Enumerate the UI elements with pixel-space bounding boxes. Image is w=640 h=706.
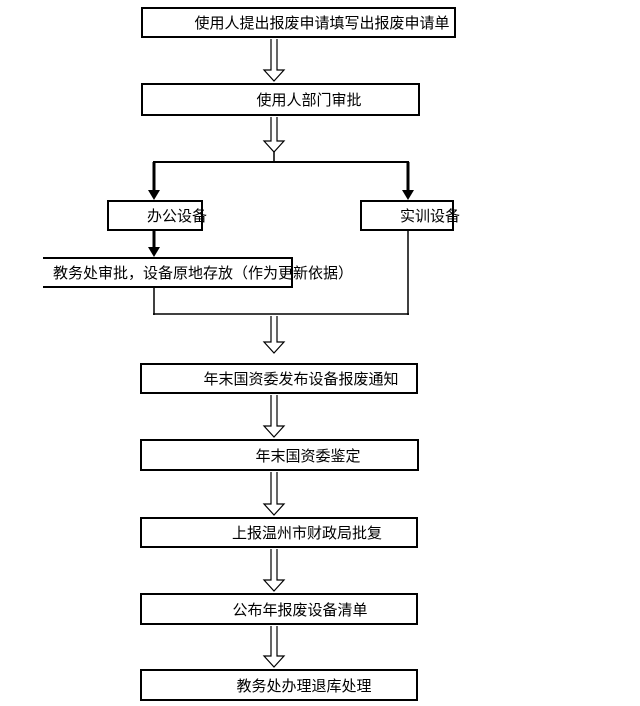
arrow-notice-to-appraise <box>262 395 286 438</box>
flow-box-publish-list <box>140 593 418 625</box>
arrow-dept-to-branch <box>262 117 286 153</box>
flow-box-report-finance <box>140 517 418 548</box>
arrow-branch-to-office-head <box>148 190 160 200</box>
arrow-report-to-publish <box>262 549 286 592</box>
arrow-publish-to-return <box>262 626 286 668</box>
flow-label-office-equipment: 办公设备 <box>147 207 207 225</box>
flow-label-dept-approve: 使用人部门审批 <box>256 91 361 109</box>
flow-label-jwc-approve: 教务处审批，设备原地存放（作为更新依据） <box>53 264 353 282</box>
flow-box-year-end-notice <box>140 363 418 394</box>
flow-label-year-end-appraise: 年末国资委鉴定 <box>255 447 360 465</box>
arrow-office-to-jwc-head <box>148 247 160 257</box>
flow-box-office-equipment <box>107 200 203 231</box>
flow-box-apply <box>141 7 456 38</box>
flow-box-warehouse-return <box>140 669 418 701</box>
flow-label-year-end-notice: 年末国资委发布设备报废通知 <box>203 370 398 388</box>
flow-box-jwc-approve <box>43 257 293 288</box>
arrow-merge-to-notice <box>262 316 286 354</box>
flow-label-training-equipment: 实训设备 <box>400 207 460 225</box>
flow-label-apply: 使用人提出报废申请填写出报废申请单 <box>194 14 449 32</box>
flow-label-warehouse-return: 教务处办理退库处理 <box>236 677 371 695</box>
flow-label-publish-list: 公布年报废设备清单 <box>232 601 367 619</box>
flow-box-training-equipment <box>360 200 454 231</box>
arrow-appraise-to-report <box>262 472 286 516</box>
arrow-apply-to-dept <box>262 39 286 82</box>
flow-box-dept-approve <box>141 83 420 116</box>
flow-label-report-finance: 上报温州市财政局批复 <box>232 524 382 542</box>
flow-box-year-end-appraise <box>140 439 419 471</box>
arrow-branch-to-training-head <box>402 190 414 200</box>
